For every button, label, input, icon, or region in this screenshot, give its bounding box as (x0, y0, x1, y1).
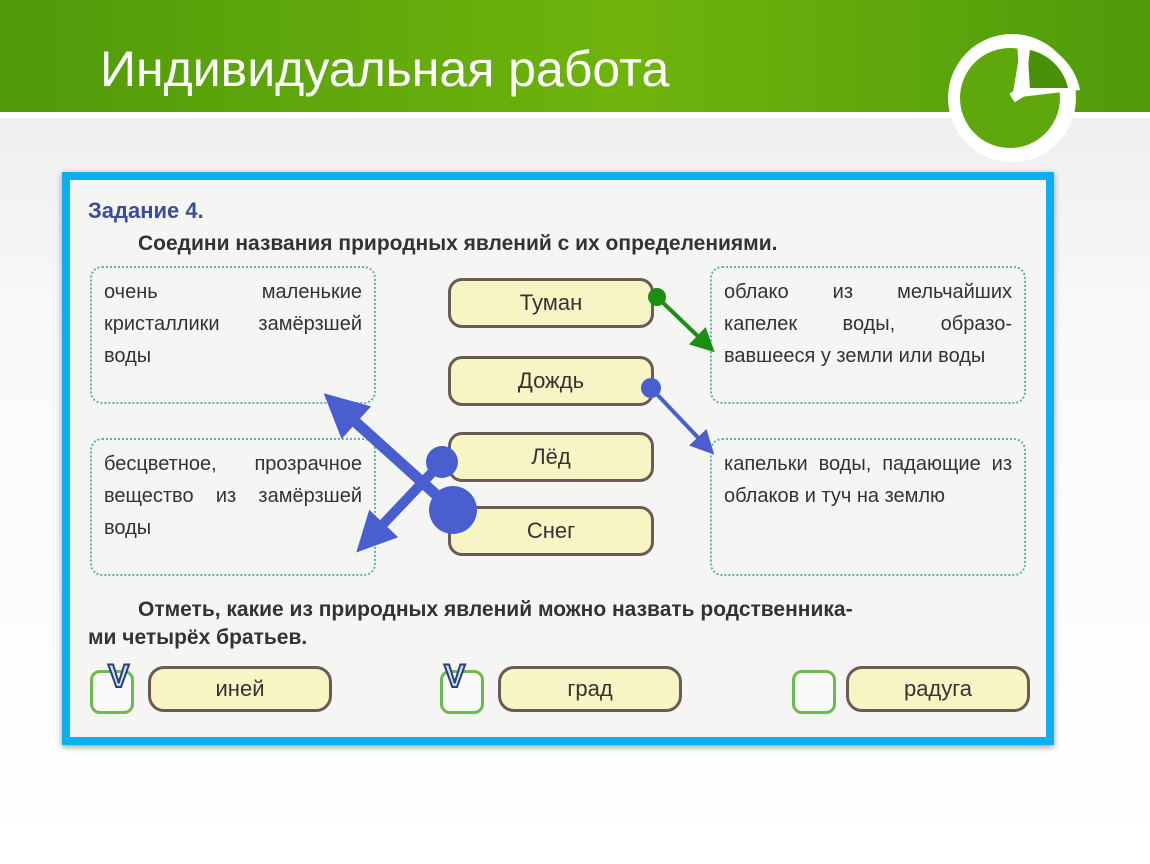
checkbox-iney[interactable] (90, 670, 134, 714)
definition-right-2: капельки воды, падаю­щие из облаков и ту… (710, 438, 1026, 576)
checkmark-iney: V (107, 657, 130, 695)
question-line-2: ми четырёх братьев. (88, 626, 308, 649)
arrow-led-blue (356, 446, 458, 553)
arrow-tuman-green (648, 288, 715, 353)
definition-right-1: облако из мельчайших капелек воды, образ… (710, 266, 1026, 404)
checkbox-raduga[interactable] (792, 670, 836, 714)
word-card-dozhd[interactable]: Дождь (448, 356, 654, 406)
option-iney[interactable]: иней (148, 666, 332, 712)
checkmark-grad: V (443, 657, 466, 695)
word-card-led[interactable]: Лёд (448, 432, 654, 482)
definition-left-2: бесцветное, прозрач­ное вещество из за­м… (90, 438, 376, 576)
word-card-tuman[interactable]: Туман (448, 278, 654, 328)
question-line-1: Отметь, какие из природных явлений можно… (138, 598, 853, 621)
slide-title: Индивидуальная работа (100, 41, 670, 97)
task-label: Задание 4. (88, 198, 204, 223)
exercise-card: Задание 4. Соедини названия природных яв… (62, 172, 1054, 745)
option-raduga[interactable]: радуга (846, 666, 1030, 712)
option-grad[interactable]: град (498, 666, 682, 712)
checkbox-grad[interactable] (440, 670, 484, 714)
definition-left-1: очень маленькие кристаллики замёрз­шей в… (90, 266, 376, 404)
word-card-sneg[interactable]: Снег (448, 506, 654, 556)
task-instruction: Соедини названия природных явлений с их … (138, 232, 778, 255)
pie-chart-logo-icon (948, 34, 1080, 162)
header-divider (0, 112, 1150, 118)
